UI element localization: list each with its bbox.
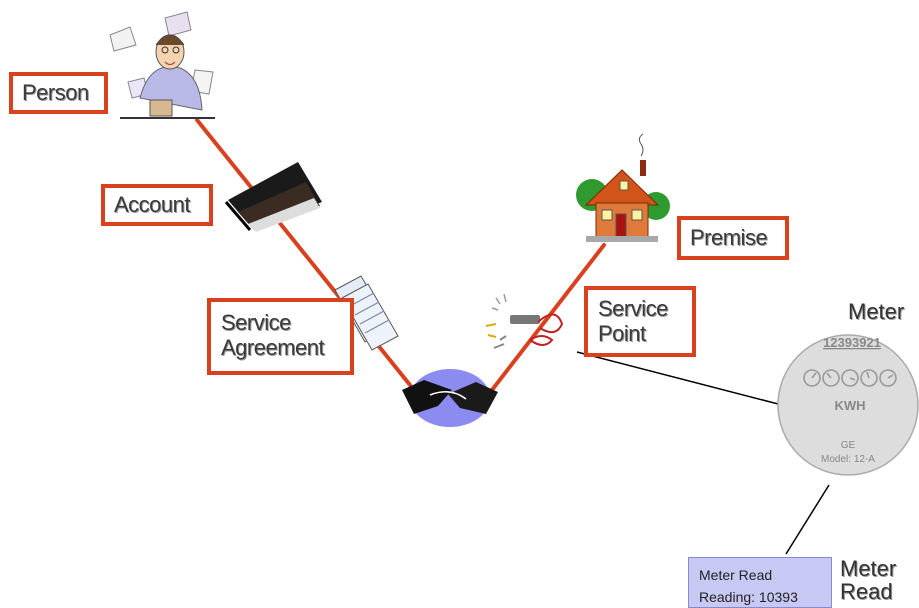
service-point-label: Service Point xyxy=(584,286,696,357)
service-point-line1: Service xyxy=(598,296,668,321)
meter-read-title-line2: Read xyxy=(840,579,893,605)
meter-read-title: Meter Read xyxy=(840,557,896,603)
house-icon xyxy=(576,133,670,242)
service-agreement-line1: Service xyxy=(221,310,291,335)
handshake-icon xyxy=(402,369,498,427)
meter-unit: KWH xyxy=(834,398,865,413)
service-point-line2: Point xyxy=(598,321,646,347)
account-book-icon xyxy=(224,162,322,232)
agreement-papers-icon xyxy=(334,275,399,351)
meter-read-reading: Reading: 10393 xyxy=(699,589,798,605)
premise-label-text: Premise xyxy=(690,225,768,250)
meter-title-text: Meter xyxy=(848,299,905,324)
service-agreement-label: Service Agreement xyxy=(207,298,354,375)
meter-title: Meter xyxy=(848,300,904,323)
account-label-text: Account xyxy=(114,192,191,217)
meter-dials xyxy=(803,369,897,387)
meter-dial: 12393921 KWH GE Model: 12-A xyxy=(777,334,919,476)
person-label: Person xyxy=(9,72,108,114)
premise-label: Premise xyxy=(677,216,789,260)
meter-read-box: Meter Read Reading: 10393 xyxy=(688,557,832,608)
service-agreement-line2: Agreement xyxy=(221,335,325,361)
service-point-tools-icon xyxy=(485,293,564,349)
person-clipart-icon xyxy=(109,11,215,119)
account-label: Account xyxy=(101,184,213,226)
meter-brand: GE xyxy=(841,440,856,451)
meter-number: 12393921 xyxy=(823,335,881,350)
meter-read-label: Meter Read xyxy=(699,567,773,583)
connector-service-point-meter xyxy=(576,351,783,406)
connector-meter-read xyxy=(785,484,830,555)
person-label-text: Person xyxy=(22,80,89,105)
meter-read-title-line1: Meter xyxy=(840,556,897,581)
meter-model: Model: 12-A xyxy=(821,454,875,465)
connector-handshake-premise xyxy=(490,243,606,392)
